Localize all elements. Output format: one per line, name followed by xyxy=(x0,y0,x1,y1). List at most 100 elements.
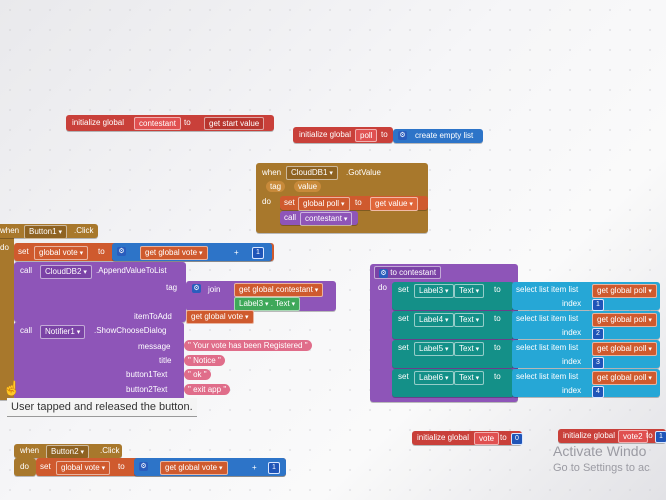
call-contestant-block[interactable]: call contestant xyxy=(280,211,358,226)
init-vote-block[interactable]: initialize global vote to 0 xyxy=(412,431,523,445)
button1-dropdown[interactable]: Button1 xyxy=(24,225,68,239)
value-dropdown[interactable]: value xyxy=(388,199,413,208)
get-label: get xyxy=(145,248,157,257)
select-list-item-label: select list item list xyxy=(516,285,579,294)
text-dropdown[interactable]: Text xyxy=(454,371,485,385)
var-name-vote2[interactable]: vote2 xyxy=(618,430,648,443)
global-vote-dropdown[interactable]: global vote xyxy=(178,463,222,472)
button2-text[interactable]: " exit app " xyxy=(184,384,231,395)
index-number[interactable]: 3 xyxy=(592,357,604,369)
label3-text-block[interactable]: Label3 . Text xyxy=(234,297,301,311)
global-contestant-dropdown[interactable]: global contestant xyxy=(252,285,318,294)
select-list-item-1[interactable]: select list item list get global poll in… xyxy=(512,282,660,311)
get-global-poll[interactable]: get global poll xyxy=(592,371,657,385)
tag-label: tag xyxy=(166,283,178,292)
join-label: join xyxy=(208,285,221,294)
get-global-poll[interactable]: get global poll xyxy=(592,313,657,327)
notifier-block[interactable]: call Notifier1 .ShowChooseDialog message… xyxy=(14,322,184,400)
set-label3-block[interactable]: set Label3 Text to xyxy=(392,282,514,310)
create-empty-list-block[interactable]: ⚙ create empty list xyxy=(393,129,483,143)
select-list-item-4[interactable]: select list item list get global poll in… xyxy=(512,369,660,398)
param-value[interactable]: value xyxy=(294,181,322,192)
global-poll-dropdown[interactable]: global poll xyxy=(610,286,652,295)
text-dropdown[interactable]: Text xyxy=(454,284,485,298)
number-0[interactable]: 0 xyxy=(511,433,523,445)
gear-icon[interactable]: ⚙ xyxy=(398,131,407,140)
title-label: title xyxy=(159,356,172,365)
set-label6-block[interactable]: set Label6 Text to xyxy=(392,369,514,397)
button1text-label: button1Text xyxy=(126,370,168,379)
set-global-poll-block[interactable]: set global poll to get value xyxy=(280,196,428,211)
label5-dropdown[interactable]: Label5 xyxy=(414,342,454,356)
select-list-item-2[interactable]: select list item list get global poll in… xyxy=(512,311,660,340)
procedure-header[interactable]: ⚙ to contestant xyxy=(374,266,442,279)
text-dropdown[interactable]: Text xyxy=(454,313,485,327)
init-vote2-block[interactable]: initialize global vote2 to 1 xyxy=(558,429,666,443)
button2-click-block[interactable]: when Button2 .Click xyxy=(14,444,122,459)
label6-dropdown[interactable]: Label6 xyxy=(414,371,454,385)
get-value-block[interactable]: get value xyxy=(370,197,418,211)
notifier1-dropdown[interactable]: Notifier1 xyxy=(40,325,86,339)
title-text[interactable]: " Notice " xyxy=(184,355,225,366)
index-number[interactable]: 4 xyxy=(592,386,604,398)
global-vote-dropdown[interactable]: global vote xyxy=(34,246,89,260)
global-poll-dropdown[interactable]: global poll xyxy=(610,315,652,324)
math-add-block[interactable]: ⚙ get global vote + 1 xyxy=(112,243,272,261)
math-add-block-2[interactable]: ⚙ get global vote + 1 xyxy=(134,458,286,476)
text-dropdown[interactable]: Text xyxy=(454,342,485,356)
button1-click-block[interactable]: when do xyxy=(0,224,19,400)
init-poll-block[interactable]: initialize global poll to xyxy=(293,127,393,143)
event-label: .GotValue xyxy=(346,168,381,177)
set-label5-block[interactable]: set Label5 Text to xyxy=(392,340,514,368)
set-label4-block[interactable]: set Label4 Text to xyxy=(392,311,514,339)
to-label: to xyxy=(494,372,501,381)
var-name-vote[interactable]: vote xyxy=(474,432,500,445)
number-1[interactable]: 1 xyxy=(268,462,280,474)
label3-dropdown[interactable]: Label3 xyxy=(239,299,269,308)
number-1[interactable]: 1 xyxy=(655,431,666,443)
gear-icon[interactable]: ⚙ xyxy=(379,269,388,278)
global-vote-dropdown[interactable]: global vote xyxy=(158,248,202,257)
set-label: set xyxy=(18,247,29,256)
get-global-contestant[interactable]: get global contestant xyxy=(234,283,324,297)
get-global-vote[interactable]: get global vote xyxy=(140,246,208,260)
gear-icon[interactable]: ⚙ xyxy=(139,462,148,471)
button1-text[interactable]: " ok " xyxy=(184,369,211,380)
param-tag[interactable]: tag xyxy=(266,181,286,192)
global-vote-dropdown[interactable]: global vote xyxy=(204,312,248,321)
message-text[interactable]: " Your vote has been Registered " xyxy=(184,340,312,351)
global-poll-dropdown[interactable]: global poll xyxy=(610,344,652,353)
append-value-block[interactable]: call CloudDB2 .AppendValueToList tag ite… xyxy=(14,262,186,322)
init-contestant-block[interactable]: initialize global contestant to get star… xyxy=(66,115,274,131)
button1-header[interactable]: when Button1 .Click xyxy=(0,224,98,239)
to-label: to xyxy=(118,462,125,471)
clouddb1-dropdown[interactable]: CloudDB1 xyxy=(286,166,338,180)
get-label: get xyxy=(165,463,177,472)
join-block[interactable]: ⚙ join get global contestant Label3 . Te… xyxy=(186,281,336,311)
text-dropdown[interactable]: Text xyxy=(275,299,295,308)
global-vote-dropdown[interactable]: global vote xyxy=(56,461,111,475)
get-global-vote[interactable]: get global vote xyxy=(160,461,228,475)
get-global-poll[interactable]: get global poll xyxy=(592,342,657,356)
get-start-value[interactable]: get start value xyxy=(204,117,265,130)
select-list-item-3[interactable]: select list item list get global poll in… xyxy=(512,340,660,369)
gear-icon[interactable]: ⚙ xyxy=(192,284,201,293)
button2-dropdown[interactable]: Button2 xyxy=(46,445,90,459)
index-number[interactable]: 2 xyxy=(592,328,604,340)
global-poll-dropdown[interactable]: global poll xyxy=(298,197,350,211)
var-name-poll[interactable]: poll xyxy=(355,129,378,142)
get-global-poll[interactable]: get global poll xyxy=(592,284,657,298)
contestant-proc-dropdown[interactable]: contestant xyxy=(300,212,353,226)
set-label: set xyxy=(398,314,409,323)
init-label: initialize global xyxy=(417,433,470,442)
var-name-contestant[interactable]: contestant xyxy=(134,117,181,130)
get-global-vote-item[interactable]: get global vote xyxy=(186,310,254,324)
procedure-name[interactable]: contestant xyxy=(399,268,437,277)
index-number[interactable]: 1 xyxy=(592,299,604,311)
gear-icon[interactable]: ⚙ xyxy=(117,247,126,256)
global-poll-dropdown[interactable]: global poll xyxy=(610,373,652,382)
label3-dropdown[interactable]: Label3 xyxy=(414,284,454,298)
number-1[interactable]: 1 xyxy=(252,247,264,259)
label4-dropdown[interactable]: Label4 xyxy=(414,313,454,327)
clouddb2-dropdown[interactable]: CloudDB2 xyxy=(40,265,92,279)
